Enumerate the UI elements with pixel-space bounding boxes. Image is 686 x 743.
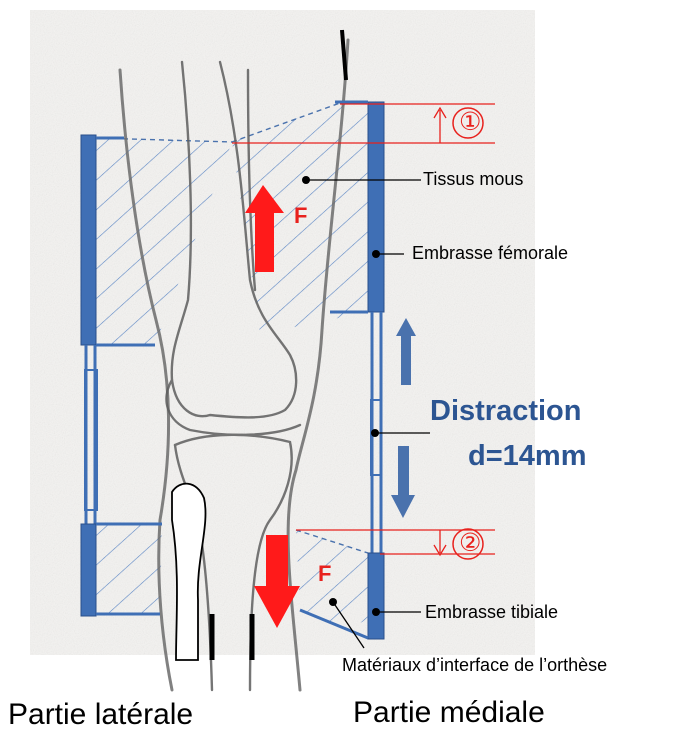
label-materiaux: Matériaux d’interface de l’orthèse — [342, 656, 607, 674]
label-embrasse-femorale: Embrasse fémorale — [412, 244, 568, 262]
marker-1: ① — [459, 110, 481, 135]
label-embrasse-tibiale: Embrasse tibiale — [425, 603, 558, 621]
label-partie-laterale: Partie latérale — [8, 700, 193, 730]
label-partie-mediale: Partie médiale — [353, 698, 545, 728]
force-label-bottom: F — [318, 563, 331, 585]
force-label-top: F — [294, 205, 307, 227]
label-distraction: Distraction — [430, 397, 581, 426]
label-distance: d=14mm — [468, 442, 586, 471]
label-tissus-mous: Tissus mous — [423, 170, 523, 188]
soft-tissue-lateral-shin — [96, 524, 162, 616]
marker-2: ② — [459, 531, 481, 556]
